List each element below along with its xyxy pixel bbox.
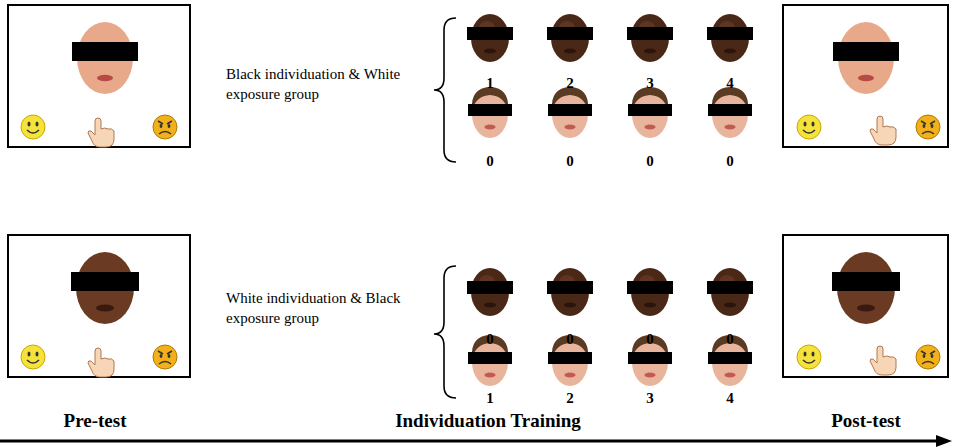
score-number: 1	[486, 389, 494, 408]
screen-frame	[783, 235, 948, 377]
score-number: 0	[566, 330, 574, 349]
face-image	[548, 87, 592, 138]
score-number: 0	[726, 152, 734, 171]
face-image	[833, 22, 899, 94]
screen-frame	[8, 5, 190, 147]
face-image	[72, 22, 138, 94]
curly-brace	[434, 18, 456, 162]
score-number: 0	[646, 152, 654, 171]
score-number: 2	[566, 74, 574, 93]
score-number: 0	[486, 152, 494, 171]
score-number: 1	[486, 74, 494, 93]
face-image	[467, 14, 513, 62]
angry-icon	[153, 345, 177, 369]
score-number: 0	[646, 330, 654, 349]
score-number: 3	[646, 74, 654, 93]
screen-frame	[783, 5, 948, 147]
face-image	[707, 268, 753, 316]
angry-icon	[916, 115, 940, 139]
face-image	[628, 87, 672, 138]
smiley-icon	[797, 345, 821, 369]
face-image	[547, 14, 593, 62]
arrow-head	[936, 435, 952, 447]
score-number: 0	[566, 152, 574, 171]
angry-icon	[916, 345, 940, 369]
face-image	[71, 252, 139, 324]
score-number: 3	[646, 389, 654, 408]
face-image	[467, 268, 513, 316]
phase-label: Individuation Training	[395, 409, 581, 433]
phase-label: Post-test	[831, 409, 901, 433]
curly-brace	[434, 266, 456, 398]
hand-icon	[88, 348, 114, 377]
face-image	[708, 87, 752, 138]
face-image	[832, 252, 900, 324]
group-label: Black individuation & White exposure gro…	[226, 64, 411, 105]
score-number: 4	[726, 74, 734, 93]
group-label: White individuation & Black exposure gro…	[226, 288, 411, 329]
phase-label: Pre-test	[64, 409, 127, 433]
hand-icon	[870, 346, 896, 375]
smiley-icon	[21, 345, 45, 369]
face-image	[627, 14, 673, 62]
smiley-icon	[21, 115, 45, 139]
score-number: 0	[726, 330, 734, 349]
score-number: 0	[486, 330, 494, 349]
hand-icon	[870, 116, 896, 145]
hand-icon	[88, 118, 114, 147]
face-image	[707, 14, 753, 62]
score-number: 2	[566, 389, 574, 408]
angry-icon	[153, 115, 177, 139]
score-number: 4	[726, 389, 734, 408]
face-image	[547, 268, 593, 316]
face-image	[468, 87, 512, 138]
smiley-icon	[797, 115, 821, 139]
timeline-arrow	[0, 440, 938, 443]
face-image	[627, 268, 673, 316]
screen-frame	[8, 235, 190, 377]
